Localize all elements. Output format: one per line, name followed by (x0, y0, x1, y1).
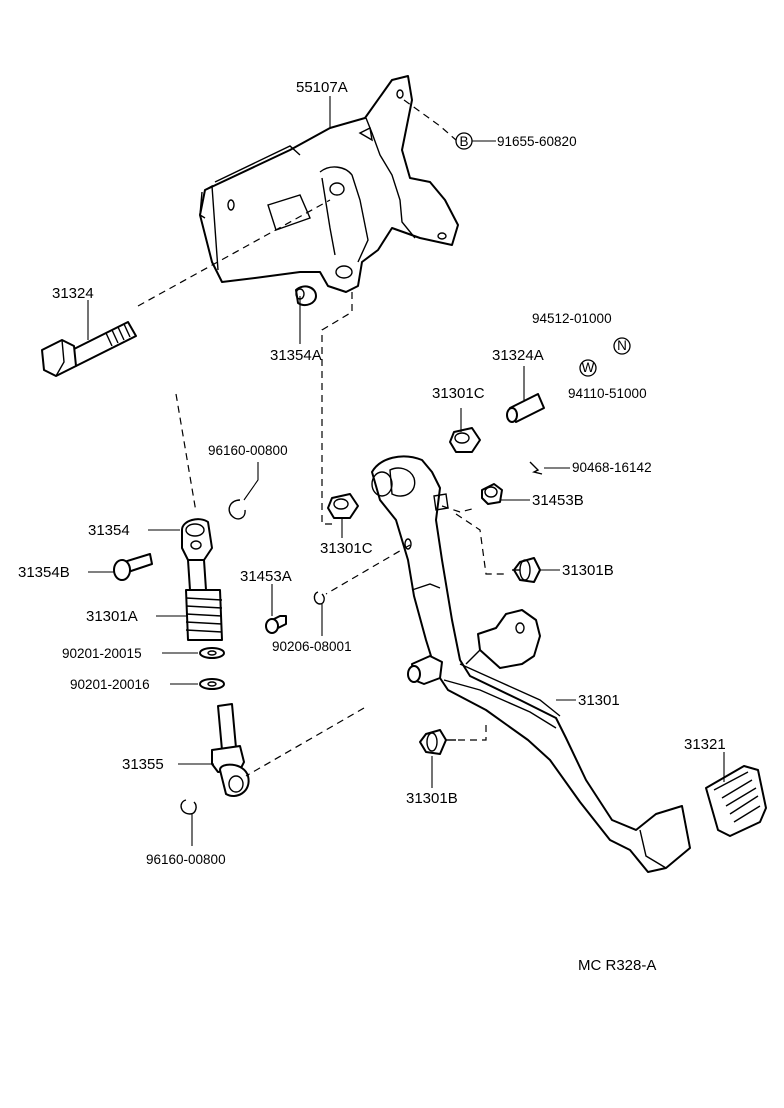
label-31354: 31354 (88, 522, 130, 539)
ref-marker-W: W (579, 359, 597, 377)
clip-96160-upper (228, 499, 246, 520)
pedal-pad (705, 765, 767, 837)
label-31355: 31355 (122, 756, 164, 773)
assembly-lines (137, 99, 508, 777)
ref-marker-N: N (613, 337, 631, 355)
label-31324A: 31324A (492, 347, 544, 364)
label-31301C-lower: 31301C (320, 540, 373, 557)
label-91655-60820: 91655-60820 (497, 134, 577, 149)
bushing-31301C-upper (449, 427, 481, 453)
clip-96160-lower (180, 799, 197, 815)
svg-text:B: B (459, 134, 468, 149)
label-31301A: 31301A (86, 608, 138, 625)
label-90206-08001: 90206-08001 (272, 639, 352, 654)
label-55107A: 55107A (296, 79, 348, 96)
label-31453B: 31453B (532, 492, 584, 509)
pedal-bracket (199, 75, 459, 293)
label-31301: 31301 (578, 692, 620, 709)
washer-90201-20015 (199, 647, 225, 659)
washer-90201-20016 (199, 678, 225, 690)
spring-clip (529, 461, 543, 475)
pin-31453A (265, 615, 287, 634)
label-96160-00800-upper: 96160-00800 (208, 443, 288, 458)
figure-reference: MC R328-A (578, 957, 656, 974)
pin-31324A (506, 393, 545, 423)
part-labels: 55107A 91655-60820 31324 31354A 94512-01… (18, 79, 726, 974)
label-90201-20016: 90201-20016 (70, 677, 150, 692)
svg-text:N: N (617, 338, 627, 353)
label-94512-01000: 94512-01000 (532, 311, 612, 326)
label-31354B: 31354B (18, 564, 70, 581)
label-31301B-upper: 31301B (562, 562, 614, 579)
label-96160-00800-lower: 96160-00800 (146, 852, 226, 867)
ref-marker-B: B (455, 132, 473, 150)
label-31453A: 31453A (240, 568, 292, 585)
clevis-pin (113, 553, 153, 581)
stopper-31453B (481, 483, 503, 505)
cushion-31301B-upper (512, 557, 541, 583)
leader-lines (87, 96, 725, 846)
label-94110-51000: 94110-51000 (568, 386, 647, 401)
label-31324: 31324 (52, 285, 94, 302)
spring-31301A (185, 589, 223, 641)
clip-90206 (313, 591, 325, 605)
push-rod (211, 703, 250, 797)
rod-clevis (181, 518, 213, 591)
cushion-31301B-lower (419, 729, 456, 755)
bushing-31354A (295, 285, 317, 306)
svg-text:W: W (582, 360, 595, 375)
label-90468-16142: 90468-16142 (572, 460, 652, 475)
pivot-bolt (41, 321, 137, 377)
brake-pedal (371, 455, 691, 873)
label-31301C-upper: 31301C (432, 385, 485, 402)
label-90201-20015: 90201-20015 (62, 646, 142, 661)
label-31321: 31321 (684, 736, 726, 753)
label-31301B-lower: 31301B (406, 790, 458, 807)
bushing-31301C-lower (327, 493, 359, 519)
label-31354A: 31354A (270, 347, 322, 364)
